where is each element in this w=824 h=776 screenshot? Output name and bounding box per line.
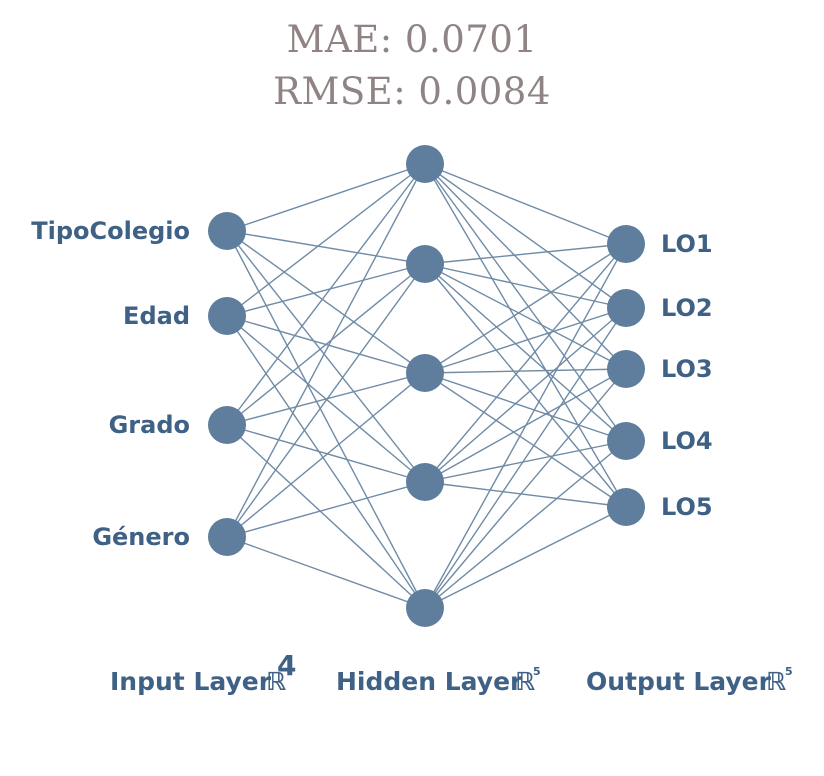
edge-input-1-hidden-4 [226, 230, 426, 483]
edge-hidden-2-output-2 [424, 263, 627, 309]
edge-input-1-hidden-1 [226, 163, 426, 232]
output-node-4 [607, 422, 645, 460]
edge-input-3-hidden-1 [226, 163, 426, 426]
edge-input-1-hidden-2 [226, 230, 426, 265]
edge-hidden-1-output-4 [424, 163, 627, 442]
output-node-2 [607, 289, 645, 327]
edge-hidden-5-output-3 [424, 368, 627, 609]
input-node-3 [208, 406, 246, 444]
output-layer-dimension: 5 [785, 665, 793, 678]
input-layer-symbol: ℝ [266, 667, 286, 696]
edge-input-4-hidden-2 [226, 263, 426, 538]
edge-hidden-5-output-2 [424, 307, 627, 609]
edge-hidden-2-output-3 [424, 263, 627, 370]
edge-hidden-1-output-3 [424, 163, 627, 370]
edge-hidden-2-output-4 [424, 263, 627, 442]
output-node-5 [607, 488, 645, 526]
edge-input-3-hidden-3 [226, 372, 426, 426]
input-node-1 [208, 212, 246, 250]
edge-hidden-1-output-5 [424, 163, 627, 508]
output-node-1 [607, 225, 645, 263]
input-layer-caption: Input Layer ℝ 4 [110, 649, 296, 696]
network-edges [226, 163, 627, 609]
edge-hidden-2-output-5 [424, 263, 627, 508]
edge-input-2-hidden-2 [226, 263, 426, 317]
hidden-node-3 [406, 354, 444, 392]
edge-input-4-hidden-1 [226, 163, 426, 538]
output-layer-symbol: ℝ [766, 667, 786, 696]
edge-input-1-hidden-5 [226, 230, 426, 609]
input-label: Grado [109, 411, 190, 439]
edge-hidden-1-output-1 [424, 163, 627, 245]
input-label: TipoColegio [31, 217, 190, 245]
hidden-layer-caption: Hidden Layer ℝ 5 [336, 665, 541, 696]
input-node-2 [208, 297, 246, 335]
edge-input-2-hidden-5 [226, 315, 426, 609]
input-node-4 [208, 518, 246, 556]
edge-input-4-hidden-3 [226, 372, 426, 538]
mae-metric: MAE: 0.0701 [286, 18, 538, 61]
edge-hidden-3-output-5 [424, 372, 627, 508]
edge-hidden-5-output-1 [424, 243, 627, 609]
network-nodes [208, 145, 645, 627]
edge-hidden-4-output-4 [424, 440, 627, 483]
output-label: LO3 [661, 355, 713, 383]
edge-input-4-hidden-5 [226, 536, 426, 609]
input-label: Género [92, 523, 190, 551]
hidden-node-2 [406, 245, 444, 283]
output-label: LO4 [661, 427, 713, 455]
edge-hidden-3-output-4 [424, 372, 627, 442]
hidden-node-5 [406, 589, 444, 627]
output-label: LO1 [661, 230, 713, 258]
edge-hidden-4-output-5 [424, 481, 627, 508]
output-node-3 [607, 350, 645, 388]
edge-hidden-3-output-1 [424, 243, 627, 374]
hidden-node-1 [406, 145, 444, 183]
hidden-layer-label: Hidden Layer [336, 667, 523, 696]
edge-hidden-5-output-4 [424, 440, 627, 609]
rmse-metric: RMSE: 0.0084 [273, 70, 551, 113]
edge-input-4-hidden-4 [226, 481, 426, 538]
edge-hidden-4-output-2 [424, 307, 627, 483]
input-layer-label: Input Layer [110, 667, 272, 696]
input-layer-dimension: 4 [277, 649, 296, 682]
hidden-layer-dimension: 5 [533, 665, 541, 678]
edge-hidden-5-output-5 [424, 506, 627, 609]
edge-input-1-hidden-3 [226, 230, 426, 374]
output-layer-caption: Output Layer ℝ 5 [586, 665, 793, 696]
hidden-node-4 [406, 463, 444, 501]
edge-input-3-hidden-5 [226, 424, 426, 609]
hidden-layer-symbol: ℝ [515, 667, 535, 696]
output-label: LO2 [661, 294, 713, 322]
edge-input-3-hidden-4 [226, 424, 426, 483]
input-label: Edad [123, 302, 190, 330]
edge-hidden-3-output-2 [424, 307, 627, 374]
edge-input-2-hidden-1 [226, 163, 426, 317]
output-label: LO5 [661, 493, 713, 521]
edge-hidden-3-output-3 [424, 368, 627, 374]
edge-input-3-hidden-2 [226, 263, 426, 426]
edge-hidden-4-output-1 [424, 243, 627, 483]
output-layer-label: Output Layer [586, 667, 772, 696]
edge-hidden-2-output-1 [424, 243, 627, 265]
